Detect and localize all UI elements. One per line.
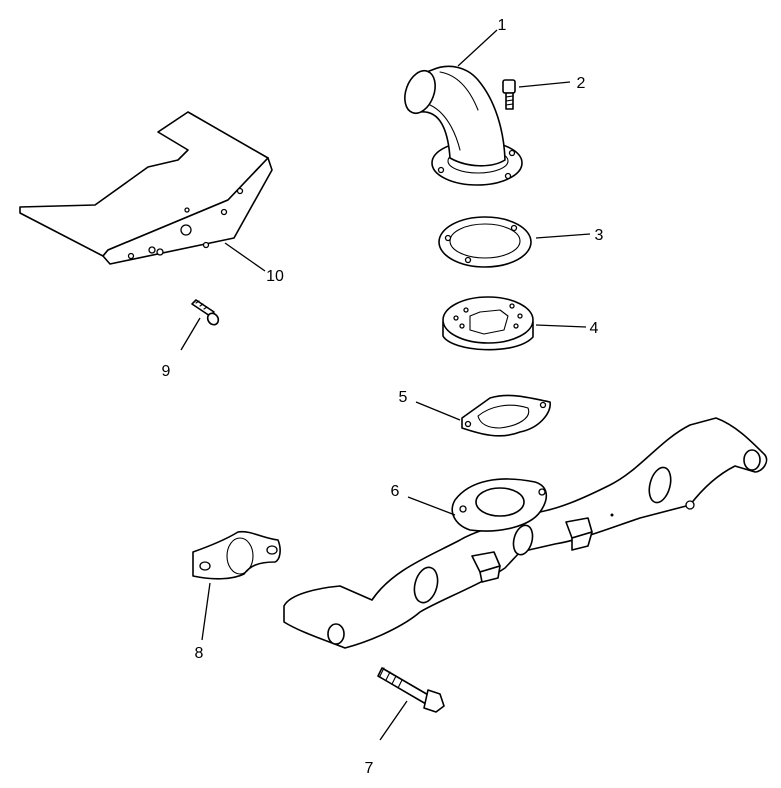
leader-3 (535, 233, 591, 239)
leader-10 (224, 242, 266, 272)
leader-5 (415, 401, 461, 421)
exhaust-manifold (283, 417, 768, 649)
callout-labels: 1 2 3 4 5 6 7 8 9 10 (162, 17, 604, 777)
leader-1 (457, 29, 498, 67)
callout-5: 5 (399, 389, 408, 406)
elbow-gasket (438, 216, 532, 268)
spacer-plate (442, 296, 534, 351)
callout-3: 3 (595, 227, 604, 244)
leader-lines (180, 29, 591, 741)
leader-8 (201, 582, 211, 641)
leader-6 (407, 496, 456, 516)
callout-7: 7 (365, 760, 374, 777)
callout-10: 10 (266, 268, 284, 285)
callout-9: 9 (162, 363, 171, 380)
leader-7 (379, 700, 408, 741)
callout-1: 1 (498, 17, 507, 34)
elbow-screw (502, 79, 516, 110)
callout-8: 8 (195, 645, 204, 662)
manifold-bolt (377, 667, 445, 713)
callout-2: 2 (577, 75, 586, 92)
exhaust-elbow (404, 65, 523, 186)
leader-4 (535, 324, 587, 328)
leader-9 (180, 317, 201, 351)
shield-screw (191, 299, 220, 326)
manifold-gasket (461, 394, 551, 437)
heat-shield (19, 111, 273, 265)
port-gasket (192, 530, 281, 580)
callout-4: 4 (590, 320, 599, 337)
callout-6: 6 (391, 483, 400, 500)
leader-2 (518, 81, 571, 88)
